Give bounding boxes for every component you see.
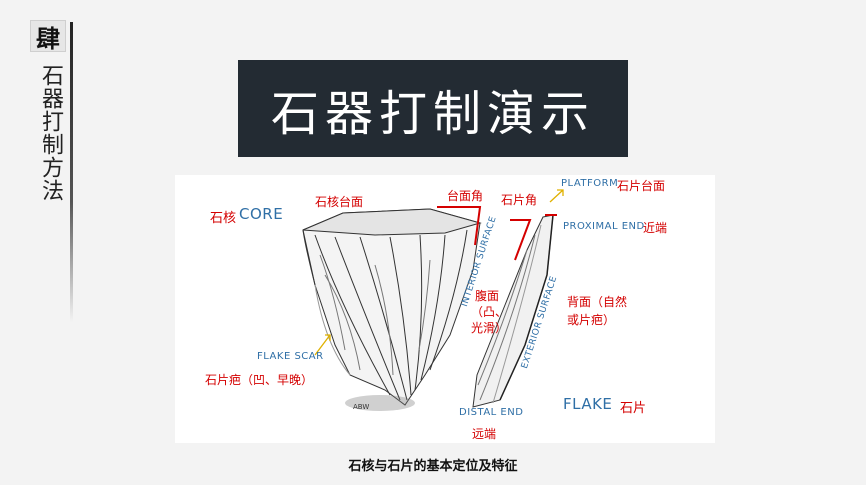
side-divider-line <box>70 22 73 322</box>
proximal-cn-label: 近端 <box>643 219 667 236</box>
flake-angle-label: 石片角 <box>501 191 537 208</box>
distal-en-label: DISTAL END <box>459 407 523 418</box>
figure-caption: 石核与石片的基本定位及特征 <box>0 455 866 474</box>
core-drawing <box>303 209 480 405</box>
core-flake-figure: 石核 CORE 石核台面 台面角 石片角 PLATFORM 石片台面 PROXI… <box>175 175 715 443</box>
distal-cn-label: 远端 <box>472 425 496 442</box>
platform-cn-label: 石片台面 <box>617 177 665 194</box>
title-banner: 石器打制演示 <box>238 60 628 157</box>
dorsal-label-2: 或片疤） <box>567 311 615 328</box>
core-en-label: CORE <box>239 205 283 223</box>
ventral-label-3: 光滑） <box>471 319 507 336</box>
dorsal-label-1: 背面（自然 <box>567 293 627 310</box>
artist-signature: ABW <box>353 403 369 411</box>
ventral-label-1: 腹面 <box>475 287 499 304</box>
flake-scar-en-label: FLAKE SCAR <box>257 351 324 362</box>
flake-cn-label: 石片 <box>620 397 646 416</box>
flake-scar-cn-label: 石片疤（凹、早晚） <box>205 371 313 388</box>
core-cn-label: 石核 <box>210 207 236 226</box>
core-platform-label: 石核台面 <box>315 193 363 210</box>
section-badge: 肆 <box>30 20 66 52</box>
platform-en-label: PLATFORM <box>561 178 618 189</box>
ventral-label-2: （凸、 <box>471 303 507 320</box>
slide-title: 石器打制演示 <box>238 60 628 157</box>
flake-en-label: FLAKE <box>563 395 612 413</box>
platform-angle-label: 台面角 <box>447 187 483 204</box>
proximal-en-label: PROXIMAL END <box>563 221 645 232</box>
side-title: 石器打制方法 <box>33 64 63 202</box>
